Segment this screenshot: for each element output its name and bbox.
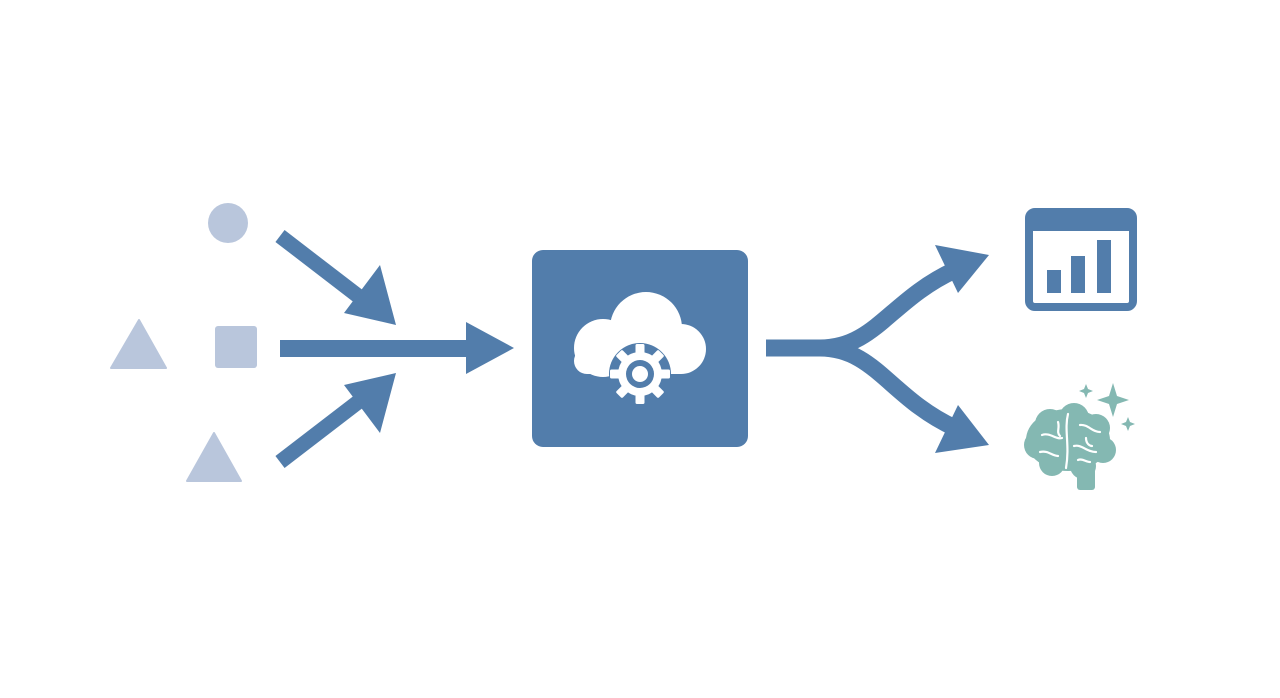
arrow-middle-inbound xyxy=(280,322,514,374)
arrowhead-dashboard xyxy=(935,245,989,293)
source-shapes xyxy=(110,203,257,482)
circle-shape-icon xyxy=(208,203,248,243)
sparkle-icons xyxy=(1079,383,1135,431)
bar-chart-dashboard-icon xyxy=(1025,208,1137,311)
arrowhead-ai xyxy=(935,405,989,453)
triangle-shape-icon xyxy=(110,319,167,369)
arrow-upper-inbound xyxy=(275,230,396,325)
processor-box xyxy=(532,250,748,447)
outbound-arrows xyxy=(766,245,989,453)
square-shape-icon xyxy=(215,326,257,368)
arrow-lower-inbound xyxy=(275,373,396,468)
inbound-arrows xyxy=(275,230,514,468)
arrow-to-dashboard xyxy=(766,262,959,357)
ai-brain-sparkle-icon xyxy=(1024,383,1135,490)
cloud-gear-icon xyxy=(574,292,706,404)
arrow-to-ai xyxy=(819,339,959,436)
triangle-shape-icon xyxy=(186,432,242,482)
